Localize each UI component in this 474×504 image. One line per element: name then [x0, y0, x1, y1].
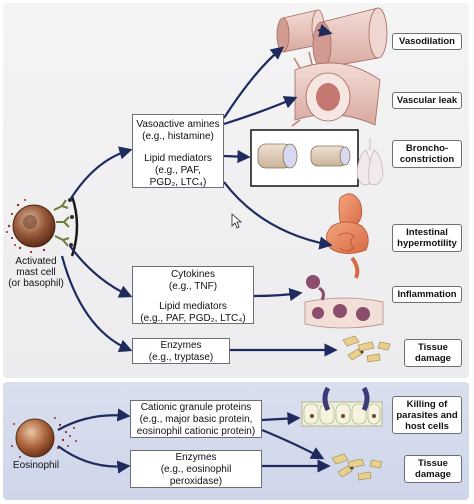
tissue-damage-illustration-1	[342, 335, 391, 363]
box-line: (e.g., PAF, PGD₂, LTC₄)	[140, 313, 246, 324]
box-line: Cytokines	[171, 269, 215, 280]
eosinophil-label: Eosinophil	[4, 460, 68, 471]
bronchoconstriction-illustration	[250, 129, 384, 187]
box-line: peroxidase)	[169, 476, 223, 487]
arrow-mast-to-amines	[69, 146, 133, 201]
box-line: Vasoactive amines	[136, 119, 220, 130]
arrow-to-vasodilation	[223, 46, 285, 119]
bronchoconstriction-label: Broncho- constriction	[392, 140, 462, 168]
inflammation-label: Inflammation	[392, 286, 462, 303]
arrows	[57, 24, 338, 474]
mast-cell-illustration	[6, 195, 79, 257]
enzymes-peroxidase-box: Enzymes (e.g., eosinophil peroxidase)	[130, 450, 262, 488]
arrow-eos-to-cationic	[57, 408, 131, 431]
label-text: Inflammation	[397, 289, 457, 300]
label-text: Intestinal	[406, 227, 448, 238]
tissue-damage-illustration-2	[331, 453, 383, 481]
arrow-mast-to-enzymes	[60, 255, 133, 353]
box-line: (e.g., eosinophil	[160, 464, 232, 475]
parasite-killing-illustration	[301, 386, 383, 427]
arrow-to-broncho	[223, 149, 251, 164]
cationic-proteins-box: Cationic granule proteins (e.g., major b…	[130, 400, 262, 438]
arrow-to-intestine	[223, 181, 333, 250]
vasodilation-label: Vasodilation	[392, 33, 462, 50]
box-line: Cationic granule proteins	[140, 402, 252, 413]
intestine-illustration	[326, 193, 369, 279]
eosinophil-illustration	[11, 417, 77, 458]
enzymes-tryptase-box: Enzymes (e.g., tryptase)	[132, 338, 230, 364]
vascular-leak-label: Vascular leak	[392, 92, 462, 109]
inflammation-illustration	[304, 275, 384, 329]
label-text: constriction	[399, 154, 455, 165]
cell-label-line: Eosinophil	[12, 460, 60, 471]
intestinal-hypermotility-label: Intestinal hypermotility	[392, 224, 462, 252]
label-text: damage	[415, 353, 451, 364]
mouse-pointer-icon	[231, 213, 243, 229]
box-line: Enzymes	[175, 452, 217, 463]
box-line: (e.g., PAF,	[155, 165, 201, 176]
label-text: Tissue	[418, 458, 448, 469]
arrow-eos-to-enzymes	[57, 445, 131, 474]
killing-parasites-label: Killing of parasites and host cells	[392, 396, 462, 434]
cytokines-lipids-box: Cytokines (e.g., TNF) Lipid mediators (e…	[132, 266, 254, 324]
box-gap	[133, 143, 223, 153]
arrow-mast-to-cytokines	[69, 245, 133, 298]
arrow-cationic-to-damage	[261, 428, 325, 460]
label-text: Vascular leak	[396, 95, 458, 106]
box-line: (e.g., histamine)	[142, 131, 214, 142]
mast-cell-label: Activated mast cell (or basophil)	[4, 256, 68, 289]
label-text: Killing of	[406, 398, 448, 410]
arrow-to-inflammation	[253, 288, 303, 302]
cell-label-line: (or basophil)	[8, 278, 64, 289]
label-text: Tissue	[418, 342, 448, 353]
label-text: damage	[415, 469, 451, 480]
label-text: parasites and	[396, 409, 458, 421]
label-text: Vasodilation	[399, 36, 455, 47]
box-gap	[133, 293, 253, 301]
cell-label-line: Activated	[15, 256, 57, 267]
tissue-damage-label-1: Tissue damage	[404, 339, 462, 367]
arrow-to-killing	[261, 411, 301, 426]
arrow-to-vascular-leak	[223, 96, 298, 126]
arrow-vessel-within	[317, 24, 333, 37]
box-line: PGD₂, LTC₄)	[149, 177, 207, 188]
dilated-vessel-illustration	[276, 7, 388, 69]
label-text: Broncho-	[405, 143, 449, 154]
leaky-vessel-illustration	[291, 51, 381, 127]
box-line: Enzymes	[160, 340, 202, 351]
box-line: Lipid mediators	[159, 301, 227, 312]
box-line: eosinophil cationic protein)	[136, 426, 256, 437]
box-line: (e.g., TNF)	[168, 281, 218, 292]
box-line: (e.g., tryptase)	[148, 352, 214, 363]
tissue-damage-label-2: Tissue damage	[404, 455, 462, 483]
box-line: Lipid mediators	[144, 153, 212, 164]
box-line: (e.g., major basic protein,	[139, 414, 253, 425]
amines-lipids-box: Vasoactive amines (e.g., histamine) Lipi…	[132, 114, 224, 188]
label-text: hypermotility	[397, 238, 457, 249]
label-text: host cells	[405, 420, 449, 432]
cell-label-line: mast cell	[16, 267, 56, 278]
